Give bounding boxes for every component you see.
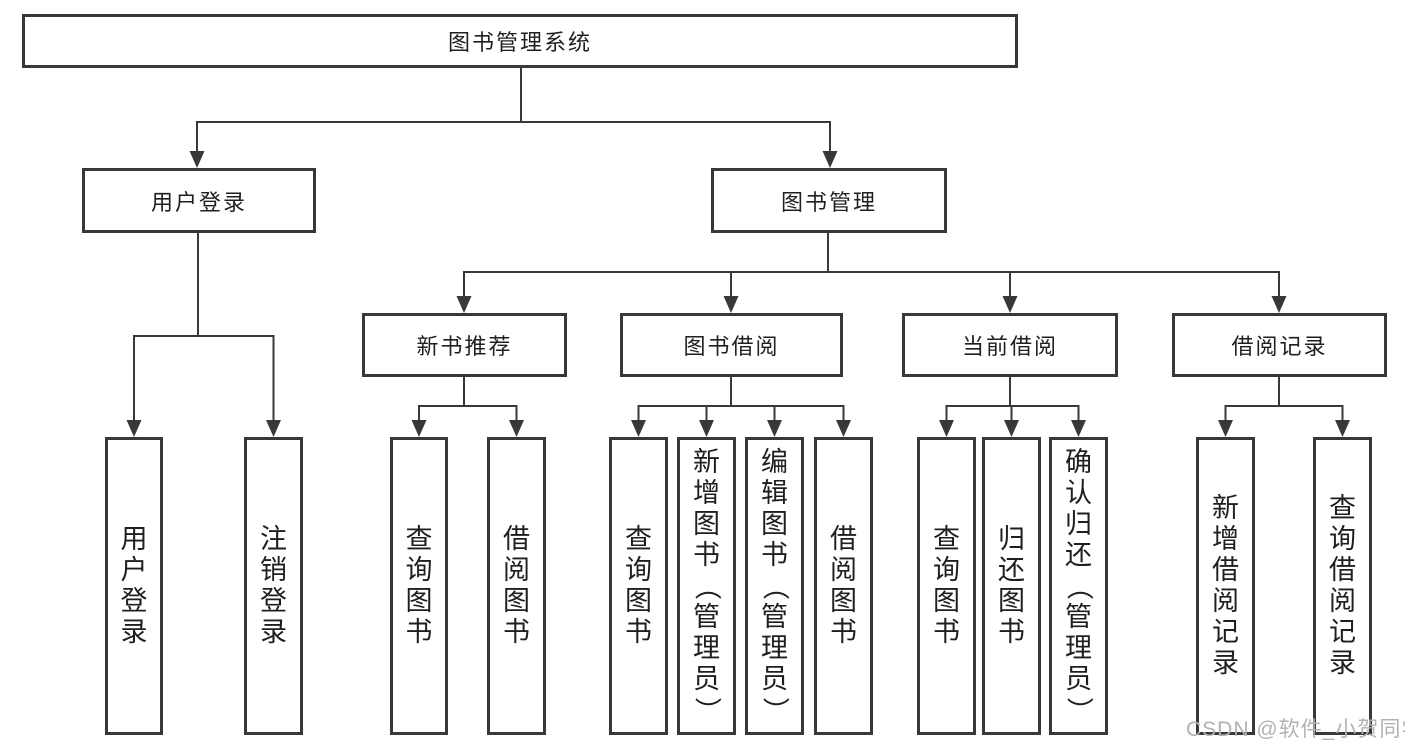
- leaf-borrowing-edit-books-admin-label: 编辑图书（管理员）: [760, 446, 790, 724]
- edge-book-borrow-to-leaves: [631, 377, 851, 437]
- leaf-records-add-record: 新增借阅记录: [1196, 437, 1255, 735]
- edge-root-to-level2: [189, 68, 838, 168]
- leaf-current-return-books-label: 归还图书: [998, 524, 1025, 647]
- edge-user-login-to-leaves: [126, 233, 281, 437]
- leaf-newbooks-borrow-books: 借阅图书: [487, 437, 546, 735]
- node-current-borrowing: 当前借阅: [902, 313, 1118, 377]
- edge-current-borrow-to-leaves: [939, 377, 1086, 437]
- leaf-current-query-books-label: 查询图书: [933, 524, 960, 647]
- leaf-current-query-books: 查询图书: [917, 437, 976, 735]
- leaf-logout: 注销登录: [244, 437, 303, 735]
- node-borrow-records-label: 借阅记录: [1231, 334, 1328, 359]
- node-book-borrowing-label: 图书借阅: [683, 334, 780, 359]
- leaf-borrowing-add-books-admin: 新增图书（管理员）: [677, 437, 736, 735]
- node-user-login: 用户登录: [82, 168, 316, 233]
- leaf-borrowing-query-books-label: 查询图书: [625, 524, 652, 647]
- edge-new-books-to-leaves: [411, 377, 524, 437]
- leaf-borrowing-edit-books-admin: 编辑图书（管理员）: [745, 437, 804, 735]
- node-user-login-label: 用户登录: [150, 189, 247, 215]
- leaf-borrowing-query-books: 查询图书: [609, 437, 668, 735]
- leaf-records-query-record: 查询借阅记录: [1313, 437, 1372, 735]
- leaf-newbooks-query-books: 查询图书: [390, 437, 448, 735]
- leaf-current-confirm-return-admin: 确认归还（管理员）: [1049, 437, 1108, 735]
- leaf-newbooks-borrow-books-label: 借阅图书: [503, 524, 530, 647]
- node-library-system-label: 图书管理系统: [447, 30, 592, 55]
- leaf-user-login-label: 用户登录: [120, 524, 148, 647]
- leaf-records-query-record-label: 查询借阅记录: [1329, 493, 1356, 678]
- node-book-management-label: 图书管理: [780, 189, 877, 215]
- leaf-newbooks-query-books-label: 查询图书: [405, 524, 433, 647]
- leaf-borrowing-borrow-books: 借阅图书: [814, 437, 873, 735]
- node-new-book-recommend-label: 新书推荐: [416, 334, 513, 359]
- node-book-borrowing: 图书借阅: [620, 313, 843, 377]
- leaf-borrowing-borrow-books-label: 借阅图书: [830, 524, 857, 647]
- edge-book-mgmt-to-level3: [456, 233, 1287, 313]
- leaf-user-login: 用户登录: [105, 437, 163, 735]
- node-borrow-records: 借阅记录: [1172, 313, 1387, 377]
- node-book-management: 图书管理: [711, 168, 947, 233]
- leaf-logout-label: 注销登录: [260, 524, 287, 647]
- node-library-system: 图书管理系统: [22, 14, 1018, 68]
- leaf-records-add-record-label: 新增借阅记录: [1212, 493, 1239, 678]
- csdn-watermark: CSDN @软件_小贺同学: [1186, 718, 1405, 741]
- leaf-borrowing-add-books-admin-label: 新增图书（管理员）: [692, 446, 722, 724]
- node-current-borrowing-label: 当前借阅: [961, 334, 1058, 359]
- node-new-book-recommend: 新书推荐: [362, 313, 567, 377]
- leaf-current-return-books: 归还图书: [982, 437, 1041, 735]
- edge-records-to-leaves: [1218, 377, 1350, 437]
- leaf-current-confirm-return-admin-label: 确认归还（管理员）: [1064, 446, 1094, 724]
